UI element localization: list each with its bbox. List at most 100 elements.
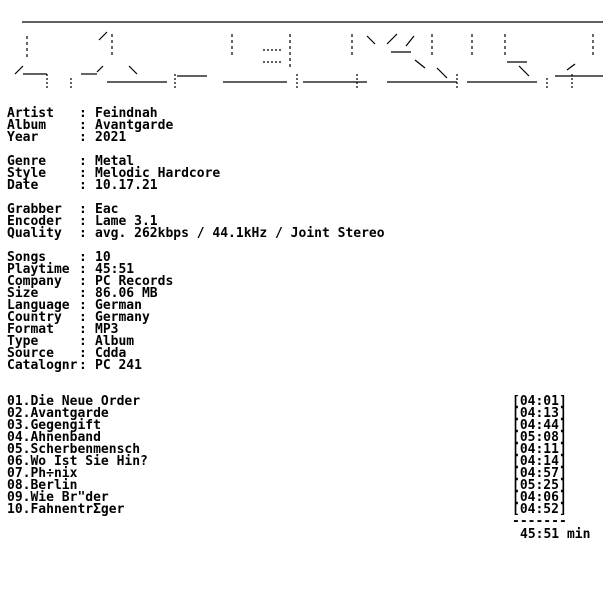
info-separator: : — [79, 178, 87, 193]
track-time: [04:06] — [512, 490, 567, 505]
info-separator: : — [79, 322, 87, 337]
info-value: 10.17.21 — [95, 178, 158, 193]
info-row: Date:10.17.21 — [7, 178, 597, 193]
ascii-logo-art — [14, 21, 603, 88]
info-label: Country — [7, 310, 62, 325]
total-playtime: 45:51 min — [520, 527, 591, 542]
track-time: [04:52] — [512, 502, 567, 517]
track-name: 07.Ph÷nix — [7, 466, 78, 481]
info-label: Type — [7, 334, 39, 349]
tracklist: 01.Die Neue Order [04:01] 02.Avantgarde [04… — [7, 394, 597, 541]
info-row: Quality:avg. 262kbps / 44.1kHz / Joint S… — [7, 226, 597, 241]
info-row: Genre: Metal — [7, 154, 597, 169]
info-label: Style — [7, 166, 47, 181]
info-value: Germany — [95, 310, 150, 325]
info-separator: : — [79, 118, 87, 133]
info-separator: : — [79, 358, 87, 373]
track-time: [04:13] — [512, 406, 567, 421]
info-value: Feindnah — [95, 106, 158, 121]
info-value: avg. 262kbps / 44.1kHz / Joint Stereo — [95, 226, 385, 241]
info-separator: : — [79, 334, 87, 349]
track-name: 06.Wo Ist Sie Hin? — [7, 454, 148, 469]
info-row: Size:86.06 MB — [7, 286, 597, 301]
track-time: [05:25] — [512, 478, 567, 493]
track-time: [04:44] — [512, 418, 567, 433]
info-row: Album: Avantgarde — [7, 118, 597, 133]
info-row: Company: PC Records — [7, 274, 597, 289]
track-name: 02.Avantgarde — [7, 406, 109, 421]
track-row: 03.Gegengift [04:44] — [7, 418, 597, 433]
info-label: Company — [7, 274, 62, 289]
track-name: 03.Gegengift — [7, 418, 101, 433]
info-label: Format — [7, 322, 54, 337]
info-value: 10 — [95, 250, 111, 265]
info-value: Eac — [95, 202, 119, 217]
info-value: 2021 — [95, 130, 127, 145]
info-label: Quality — [7, 226, 62, 241]
track-name: 01.Die Neue Order — [7, 394, 141, 409]
info-value: 86.06 MB — [95, 286, 158, 301]
info-row: Playtime:45:51 — [7, 262, 597, 277]
track-name: 09.Wie Br"der — [7, 490, 109, 505]
info-label: Genre — [7, 154, 47, 169]
info-row: Source: Cdda — [7, 346, 597, 361]
info-separator: : — [79, 166, 87, 181]
info-value: PC Records — [95, 274, 174, 289]
info-row: Grabber:Eac — [7, 202, 597, 217]
info-row: Year:2021 — [7, 130, 597, 145]
info-label: Encoder — [7, 214, 62, 229]
info-label: Playtime — [7, 262, 70, 277]
info-label: Grabber — [7, 202, 62, 217]
info-row: Type:Album — [7, 334, 597, 349]
ascii-logo — [7, 18, 603, 90]
info-value: Metal — [95, 154, 135, 169]
info-row: Songs:10 — [7, 250, 597, 265]
track-time: [04:14] — [512, 454, 567, 469]
info-label: Artist — [7, 106, 54, 121]
track-row: 06.Wo Ist Sie Hin? [04:14] — [7, 454, 597, 469]
track-row: 09.Wie Br"der [04:06] — [7, 490, 597, 505]
track-row: 04.Ahnenband[05:08] — [7, 430, 597, 445]
info-value: German — [95, 298, 142, 313]
info-value: MP3 — [95, 322, 119, 337]
track-row: 02.Avantgarde [04:13] — [7, 406, 597, 421]
info-value: PC 241 — [95, 358, 142, 373]
info-value: 45:51 — [95, 262, 135, 277]
info-row: Language: German — [7, 298, 597, 313]
track-name: 10.FahnentrΣger — [7, 502, 125, 517]
info-separator: : — [79, 298, 87, 313]
track-name: 04.Ahnenband — [7, 430, 101, 445]
info-label: Source — [7, 346, 54, 361]
info-separator: : — [79, 214, 87, 229]
track-row: 01.Die Neue Order [04:01] — [7, 394, 597, 409]
track-time: [04:01] — [512, 394, 567, 409]
info-label: Songs — [7, 250, 47, 265]
info-separator: : — [79, 346, 87, 361]
info-value: Cdda — [95, 346, 127, 361]
info-separator: : — [79, 286, 87, 301]
track-time: [04:11] — [512, 442, 567, 457]
info-separator: : — [79, 274, 87, 289]
info-label: Size — [7, 286, 39, 301]
track-row: 07.Ph÷nix[04:57] — [7, 466, 597, 481]
track-row: 10.FahnentrΣger [04:52] — [7, 502, 597, 517]
info-label: Album — [7, 118, 47, 133]
info-label: Language — [7, 298, 70, 313]
info-row: Country:Germany — [7, 310, 597, 325]
info-value: Lame 3.1 — [95, 214, 158, 229]
track-row: 05.Scherbenmensch[04:11] — [7, 442, 597, 457]
info-row: Catalognr: PC 241 — [7, 358, 597, 373]
info-row: Artist: Feindnah — [7, 106, 597, 121]
info-value: Avantgarde — [95, 118, 174, 133]
info-separator: : — [79, 106, 87, 121]
info-separator: : — [79, 250, 87, 265]
info-row: Format: MP3 — [7, 322, 597, 337]
info-separator: : — [79, 262, 87, 277]
info-label: Catalognr — [7, 358, 78, 373]
info-row: Encoder: Lame 3.1 — [7, 214, 597, 229]
info-row: Style:Melodic Hardcore — [7, 166, 597, 181]
track-name: 08.Berlin — [7, 478, 78, 493]
info-separator: : — [79, 154, 87, 169]
